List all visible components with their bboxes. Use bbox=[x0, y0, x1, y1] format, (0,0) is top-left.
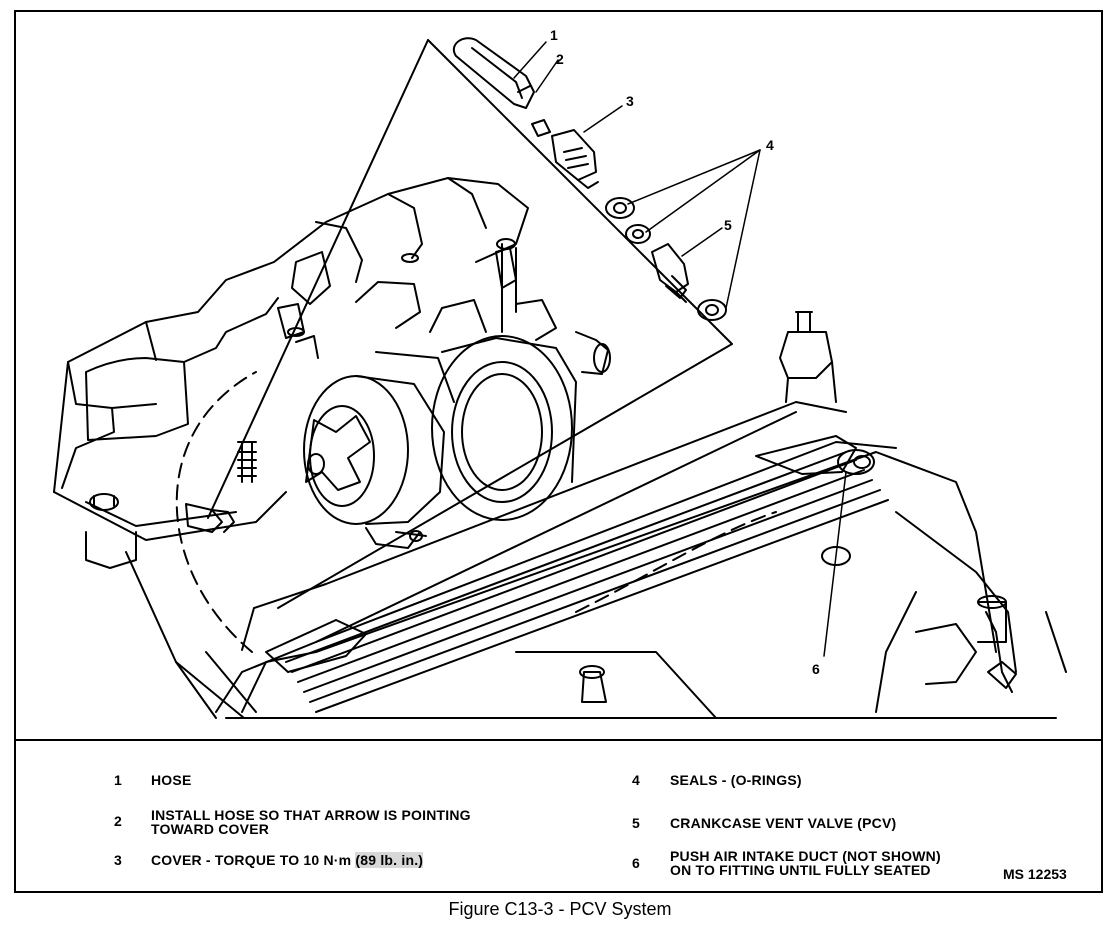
detail-circle bbox=[175, 371, 777, 653]
callout-4: 4 bbox=[766, 137, 774, 153]
callout-leaders bbox=[513, 41, 847, 657]
callout-3: 3 bbox=[626, 93, 634, 109]
legend-text-2: INSTALL HOSE SO THAT ARROW IS POINTING T… bbox=[151, 807, 471, 837]
drawing-id: MS 12253 bbox=[1003, 866, 1067, 882]
throttle-body bbox=[291, 243, 611, 549]
figure-frame bbox=[14, 10, 1103, 893]
right-valve-cover bbox=[125, 311, 1067, 719]
torque-value-highlight: (89 lb. in.) bbox=[355, 852, 424, 868]
left-valve-cover bbox=[53, 177, 529, 569]
callout-1: 1 bbox=[550, 27, 558, 43]
legend-divider bbox=[14, 739, 1103, 741]
legend-text-4: SEALS - (O-RINGS) bbox=[670, 772, 802, 788]
callout-numbers: 1 2 3 4 5 6 bbox=[550, 27, 820, 677]
legend-text-3-prefix: COVER - TORQUE TO 10 N·m bbox=[151, 852, 356, 868]
figure-caption: Figure C13-3 - PCV System bbox=[448, 899, 672, 919]
legend-num-3: 3 bbox=[114, 852, 122, 868]
legend-num-1: 1 bbox=[114, 772, 122, 788]
legend-text-1: HOSE bbox=[151, 772, 192, 788]
callout-2: 2 bbox=[556, 51, 564, 67]
legend-text-3: COVER - TORQUE TO 10 N·m (89 lb. in.) bbox=[151, 852, 424, 868]
legend-text-6: PUSH AIR INTAKE DUCT (NOT SHOWN) ON TO F… bbox=[670, 848, 941, 878]
legend-num-6: 6 bbox=[632, 855, 640, 871]
callout-6: 6 bbox=[812, 661, 820, 677]
detail-leader-lines bbox=[207, 39, 733, 609]
legend-num-5: 5 bbox=[632, 815, 640, 831]
legend-num-4: 4 bbox=[632, 772, 640, 788]
exploded-pcv-parts bbox=[453, 37, 727, 321]
legend-text-5: CRANKCASE VENT VALVE (PCV) bbox=[670, 815, 897, 831]
pcv-system-illustration: 1 2 3 4 5 6 bbox=[53, 27, 1067, 719]
callout-5: 5 bbox=[724, 217, 732, 233]
legend-num-2: 2 bbox=[114, 813, 122, 829]
